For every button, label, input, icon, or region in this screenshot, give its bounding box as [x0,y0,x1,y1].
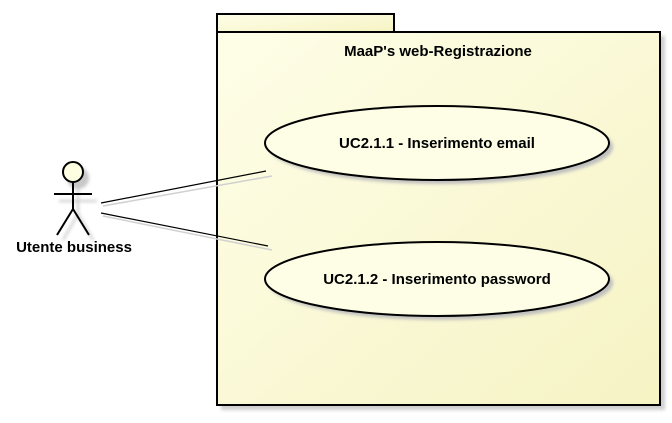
association-line-uc2 [100,212,269,247]
actor-head-icon [62,161,84,183]
association-shadows [102,175,273,251]
use-case-uc2-1-2[interactable]: UC2.1.2 - Inserimento password [264,241,610,317]
use-case-uc2-1-1[interactable]: UC2.1.1 - Inserimento email [264,105,610,181]
actor-right-leg [72,208,90,236]
use-case-label: UC2.1.2 - Inserimento password [323,271,551,288]
actor-label: Utente business [16,239,132,256]
use-case-label: UC2.1.1 - Inserimento email [339,135,535,152]
package-frame [216,31,661,406]
package-title: MaaP's web-Registrazione [344,43,532,60]
actor-utente-business[interactable]: Utente business [16,161,132,256]
use-case-ellipse [264,241,610,317]
actor-left-leg [56,208,74,236]
package-tab [216,13,395,33]
use-case-ellipse [264,105,610,181]
association-line-uc1 [100,170,267,204]
